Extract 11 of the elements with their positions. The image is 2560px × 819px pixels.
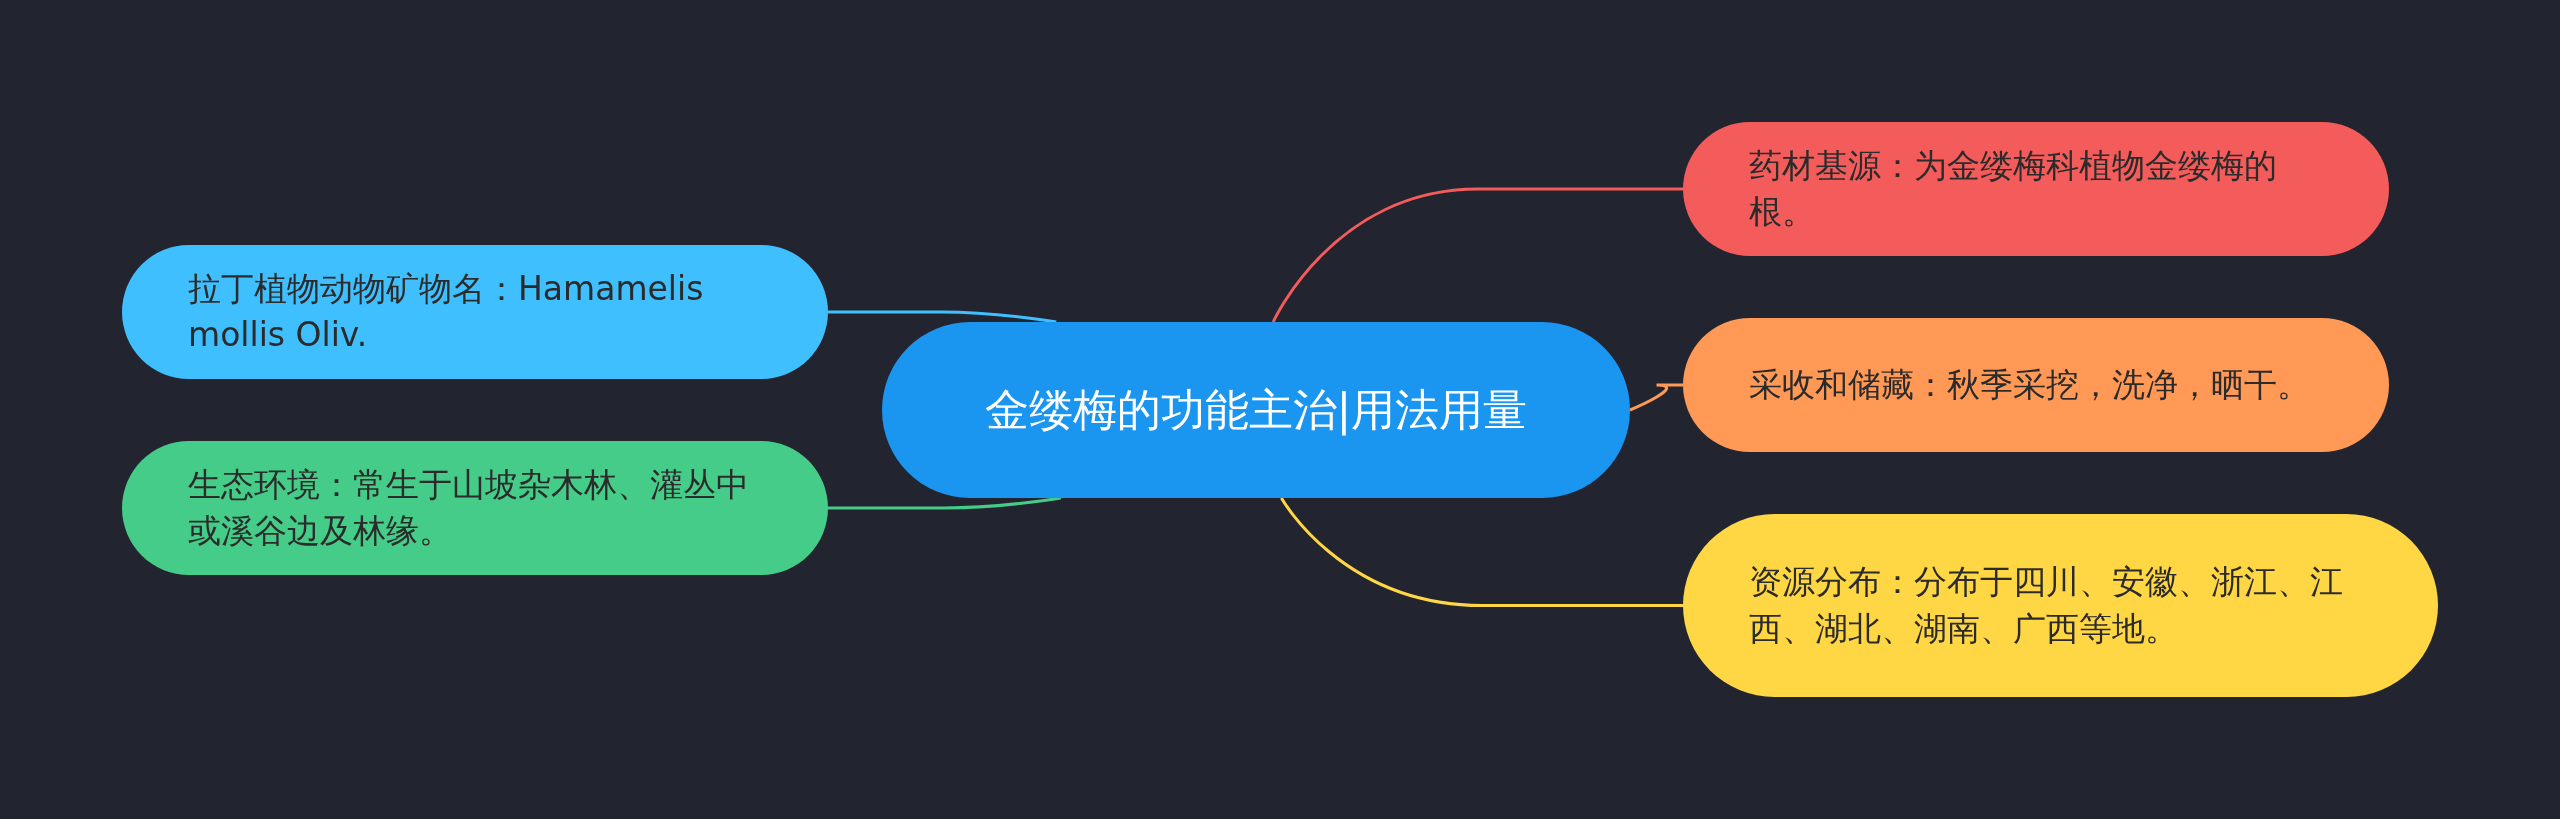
connector-line xyxy=(828,496,1061,510)
connector-line xyxy=(828,310,1057,324)
topic-text: 药材基源：为金缕梅科植物金缕梅的根。 xyxy=(1749,144,2278,233)
connector-line xyxy=(1629,383,1683,412)
topic-text: 金缕梅的功能主治|用法用量 xyxy=(984,383,1528,438)
connector-line xyxy=(1280,497,1683,607)
topic-text: 拉丁植物动物矿物名：Hamamelis mollis Oliv. xyxy=(188,267,705,356)
topic-text: 采收和储藏：秋季采挖，洗净，晒干。 xyxy=(1749,363,2310,406)
topic-text: 资源分布：分布于四川、安徽、浙江、江西、湖北、湖南、广西等地。 xyxy=(1749,561,2344,650)
topic-text: 生态环境：常生于山坡杂木林、灌丛中或溪谷边及林缘。 xyxy=(188,463,750,552)
connector-line xyxy=(1271,187,1683,323)
